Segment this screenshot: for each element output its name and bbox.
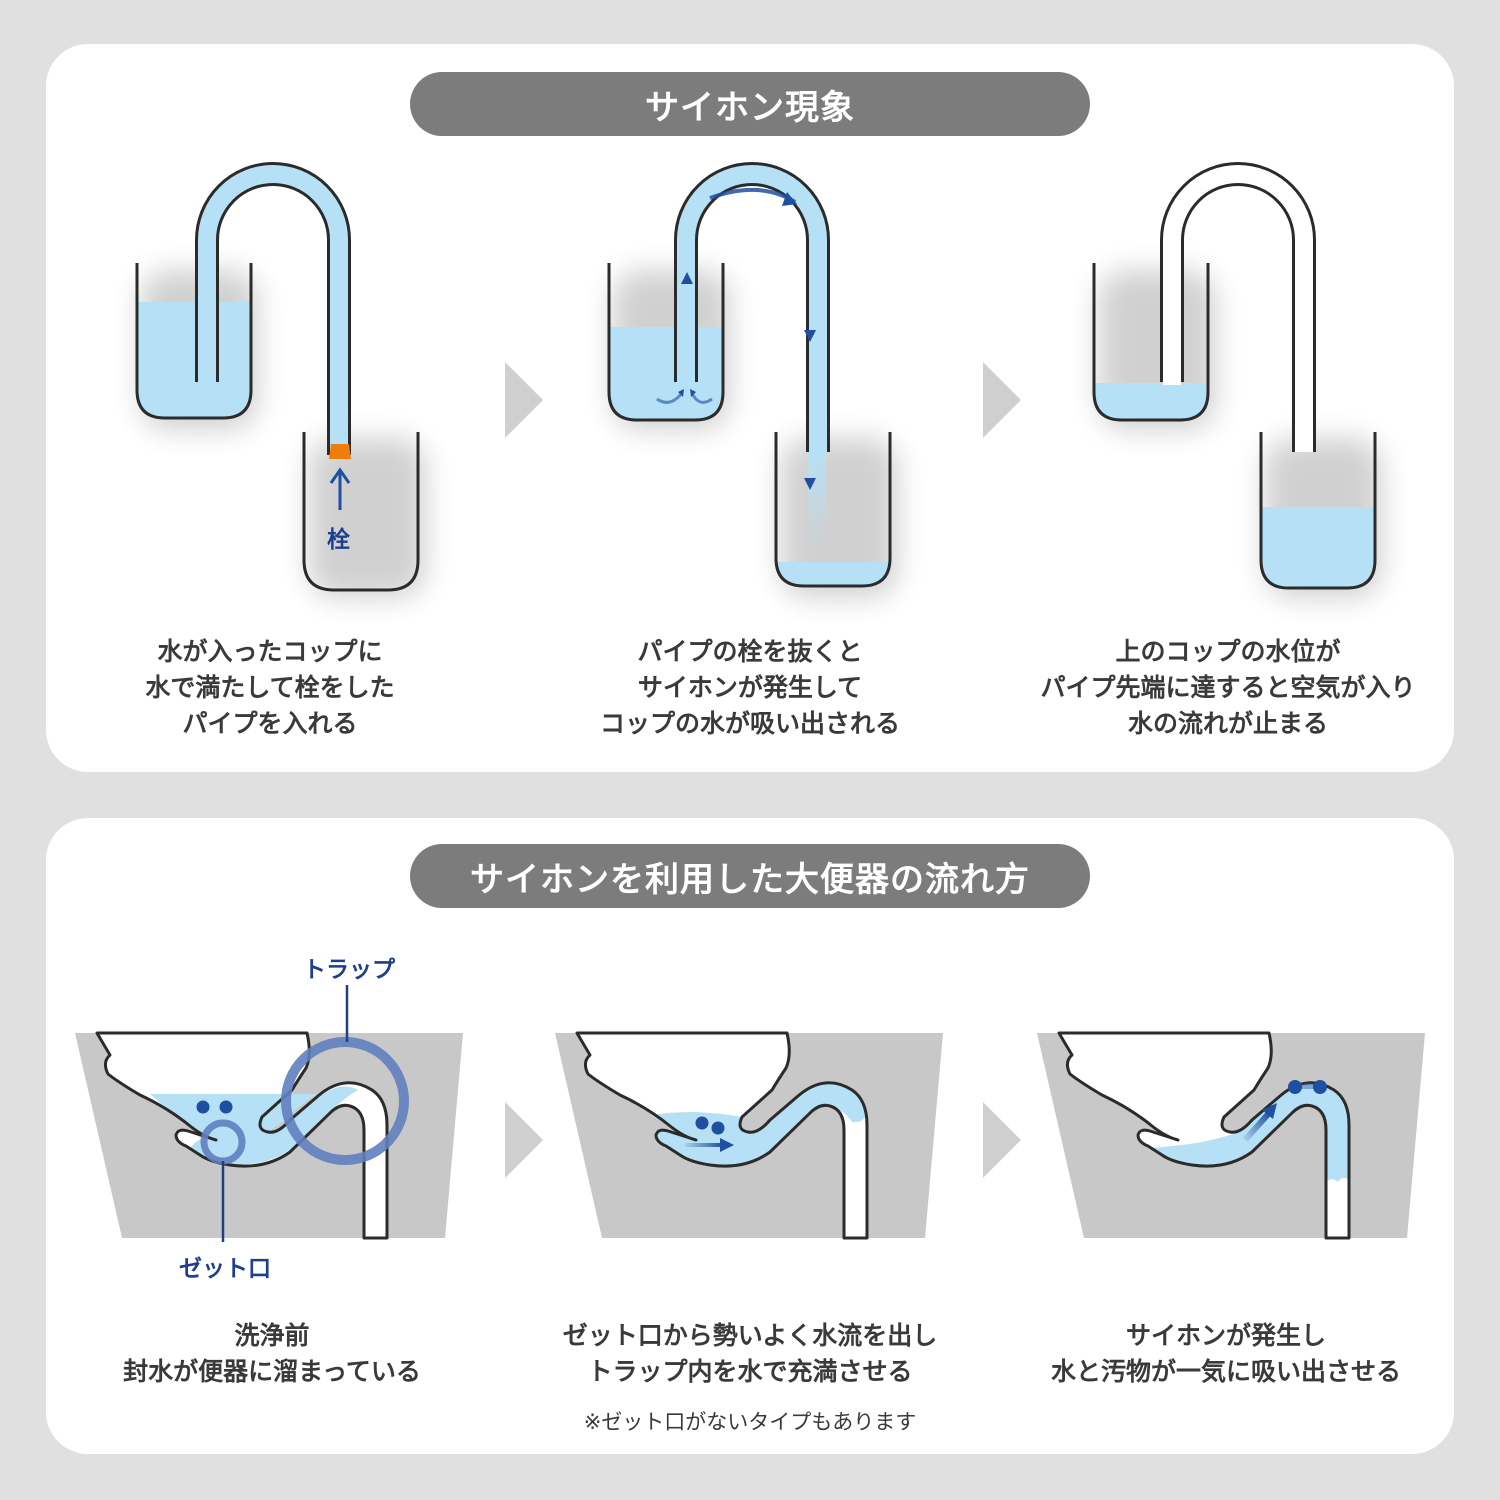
caption-line: 洗浄前 bbox=[234, 1321, 310, 1350]
toilet-step3-caption: サイホンが発生し 水と汚物が一気に吸い出させる bbox=[1006, 1318, 1446, 1390]
caption-line: 水で満たして栓をした bbox=[145, 673, 395, 702]
toilet-diagram-before bbox=[75, 985, 463, 1242]
caption-line: 封水が便器に溜まっている bbox=[123, 1357, 421, 1386]
trap-label: トラップ bbox=[303, 957, 395, 983]
caption-line: サイホンが発生し bbox=[1125, 1321, 1326, 1350]
toilet-step2-caption: ゼット口から勢いよく水流を出し トラップ内を水で充満させる bbox=[530, 1318, 970, 1390]
caption-line: 水の流れが止まる bbox=[1127, 709, 1328, 738]
plug-label: 栓 bbox=[327, 527, 350, 553]
toilet-step1-caption: 洗浄前 封水が便器に溜まっている bbox=[52, 1318, 492, 1390]
caption-line: サイホンが発生して bbox=[637, 673, 863, 702]
chevron-right-icon bbox=[983, 362, 1021, 438]
caption-line: パイプの栓を抜くと bbox=[637, 637, 863, 666]
caption-line: 水が入ったコップに bbox=[157, 637, 383, 666]
toilet-diagram-jet bbox=[555, 1031, 943, 1240]
caption-line: 上のコップの水位が bbox=[1115, 637, 1341, 666]
jet-outlet-label: ゼット口 bbox=[179, 1256, 271, 1282]
chevron-right-icon bbox=[505, 362, 543, 438]
caption-line: トラップ内を水で充満させる bbox=[587, 1357, 913, 1386]
section-title-siphon: サイホン現象 bbox=[410, 72, 1090, 136]
caption-line: パイプ先端に達すると空気が入り bbox=[1040, 673, 1416, 702]
caption-line: ゼット口から勢いよく水流を出し bbox=[562, 1321, 938, 1350]
caption-line: 水と汚物が一気に吸い出させる bbox=[1050, 1357, 1401, 1386]
step1-caption: 水が入ったコップに 水で満たして栓をした パイプを入れる bbox=[50, 634, 490, 742]
caption-line: コップの水が吸い出される bbox=[599, 709, 900, 738]
chevron-right-icon bbox=[983, 1102, 1021, 1178]
chevron-right-icon bbox=[505, 1102, 543, 1178]
caption-line: パイプを入れる bbox=[182, 709, 358, 738]
step2-caption: パイプの栓を抜くと サイホンが発生して コップの水が吸い出される bbox=[530, 634, 970, 742]
toilet-diagram-siphon bbox=[1037, 1031, 1425, 1240]
toilet-note: ※ゼット口がないタイプもあります bbox=[583, 1410, 917, 1434]
step3-caption: 上のコップの水位が パイプ先端に達すると空気が入り 水の流れが止まる bbox=[1008, 634, 1448, 742]
section-title-toilet: サイホンを利用した大便器の流れ方 bbox=[410, 844, 1090, 908]
